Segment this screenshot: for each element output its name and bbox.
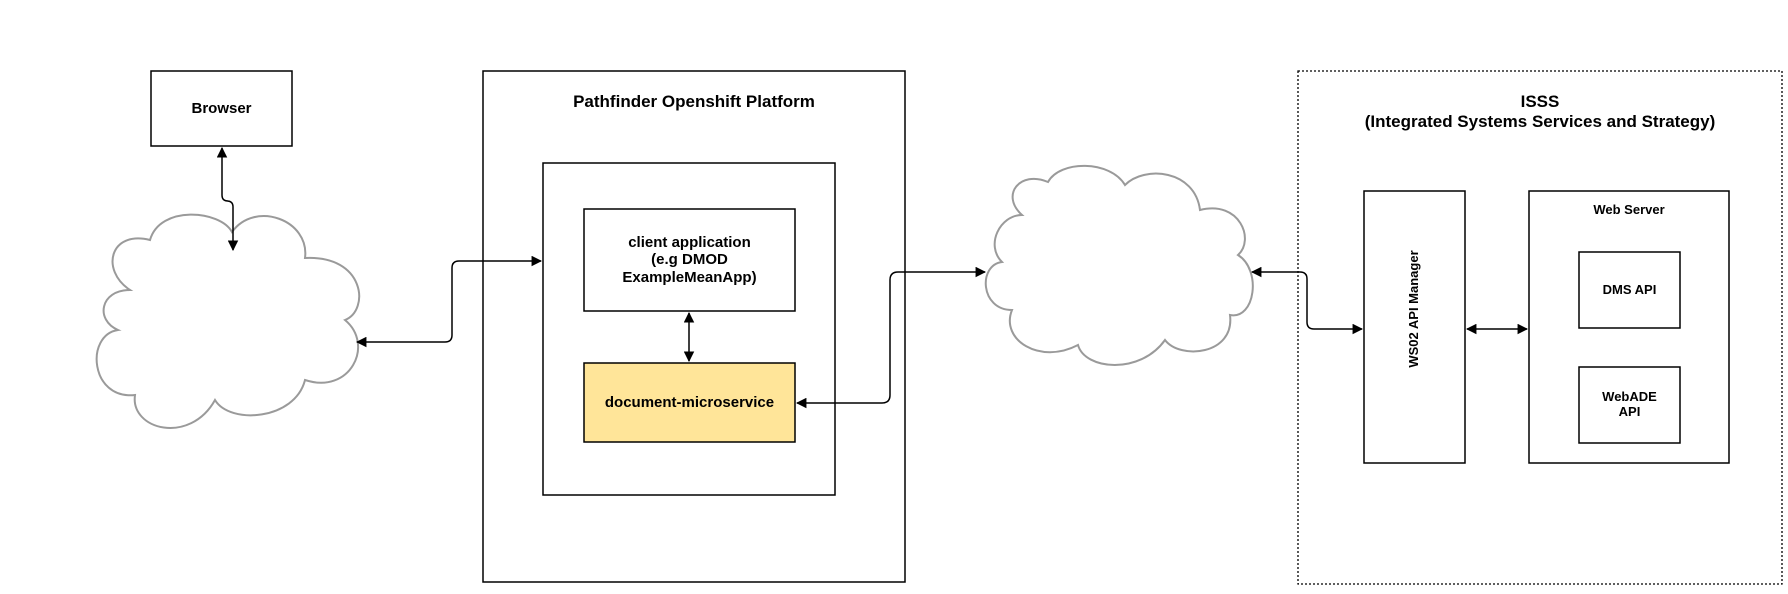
document-microservice-box <box>583 362 796 443</box>
dms-api-box <box>1578 251 1681 329</box>
api-manager-label: WS02 API Manager <box>1406 250 1421 368</box>
web-server-label: Web Server <box>1593 201 1665 217</box>
client-application-label: client application (e.g DMOD ExampleMean… <box>622 234 757 286</box>
pathfinder-platform-box <box>482 70 906 583</box>
dms-api-label: DMS API <box>1602 281 1657 297</box>
internet-cloud-left <box>95 213 361 429</box>
browser-cloud-connector <box>216 146 239 252</box>
cloud-platform-connector <box>355 255 543 348</box>
browser-label: Browser <box>191 99 252 117</box>
pathfinder-platform-label: Pathfinder Openshift Platform <box>573 92 815 112</box>
microservice-cloud-connector <box>795 266 987 409</box>
document-microservice-label: document-microservice <box>604 393 775 411</box>
browser-box <box>150 70 293 147</box>
internet-cloud-right <box>984 164 1254 366</box>
cloud-api-manager-connector <box>1250 266 1364 335</box>
webade-api-label: WebADE API <box>1602 389 1657 419</box>
webade-api-box <box>1578 366 1681 444</box>
client-application-box <box>583 208 796 312</box>
isss-title: ISSS (Integrated Systems Services and St… <box>1364 92 1716 131</box>
api-manager-box <box>1363 190 1466 464</box>
